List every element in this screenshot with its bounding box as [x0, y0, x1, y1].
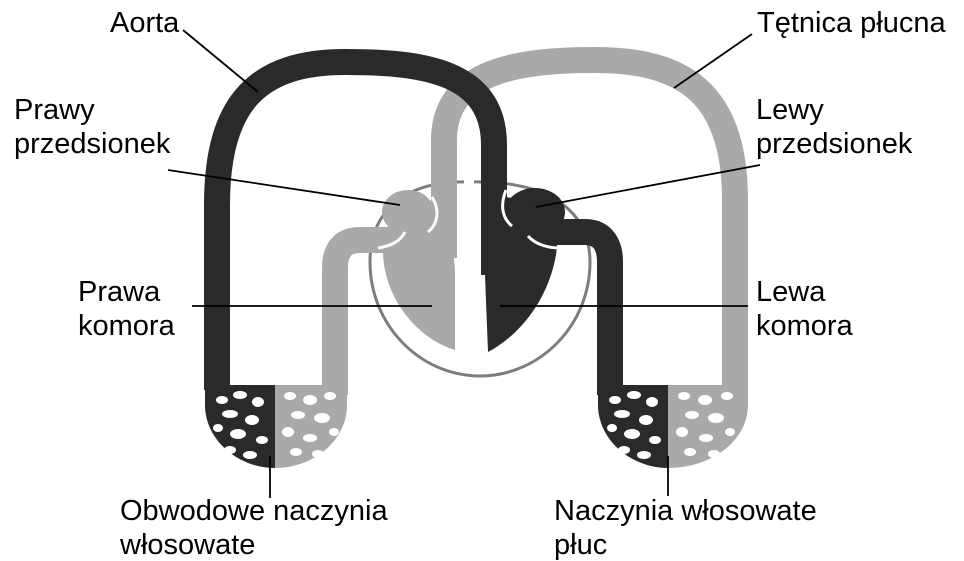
right-ventricle-label-line1: Prawa: [78, 275, 175, 309]
aorta-leader: [183, 30, 258, 92]
systemic-capillaries-label-line2: włosowate: [120, 528, 388, 561]
septum-tip: [464, 347, 474, 357]
pulmonary-capillaries-label: Naczynia włosowate płuc: [554, 494, 817, 561]
left-ventricle-label-line1: Lewa: [756, 275, 853, 309]
systemic-capillaries-label-line1: Obwodowe naczynia: [120, 494, 388, 528]
pulmonary-artery-leader: [674, 34, 752, 88]
pulmonary-artery-label-text: Tętnica płucna: [757, 6, 946, 40]
left-ventricle-chamber: [485, 195, 557, 352]
right-atrium-label-line1: Prawy: [14, 93, 170, 127]
right-ventricle-label: Prawa komora: [78, 275, 175, 343]
left-atrium-label: Lewy przedsionek: [756, 93, 912, 161]
systemic-capillary-bed: [205, 385, 347, 468]
right-atrium-leader: [168, 170, 400, 205]
aorta-label-text: Aorta: [110, 6, 179, 40]
systemic-capillaries-label: Obwodowe naczynia włosowate: [120, 494, 388, 561]
pulmonary-capillaries-label-line1: Naczynia włosowate: [554, 494, 817, 528]
left-atrium-label-line1: Lewy: [756, 93, 912, 127]
left-atrium-label-line2: przedsionek: [756, 127, 912, 161]
pulmonary-capillary-bed: [598, 385, 748, 468]
aorta-label: Aorta: [110, 6, 179, 40]
right-atrium-label-line2: przedsionek: [14, 127, 170, 161]
pulmonary-artery-label: Tętnica płucna: [757, 6, 946, 40]
pulmonary-capillaries-label-line2: płuc: [554, 528, 817, 561]
right-ventricle-label-line2: komora: [78, 309, 175, 343]
left-ventricle-label-line2: komora: [756, 309, 853, 343]
left-ventricle-label: Lewa komora: [756, 275, 853, 343]
right-atrium-chamber: [382, 190, 434, 234]
right-atrium-label: Prawy przedsionek: [14, 93, 170, 161]
